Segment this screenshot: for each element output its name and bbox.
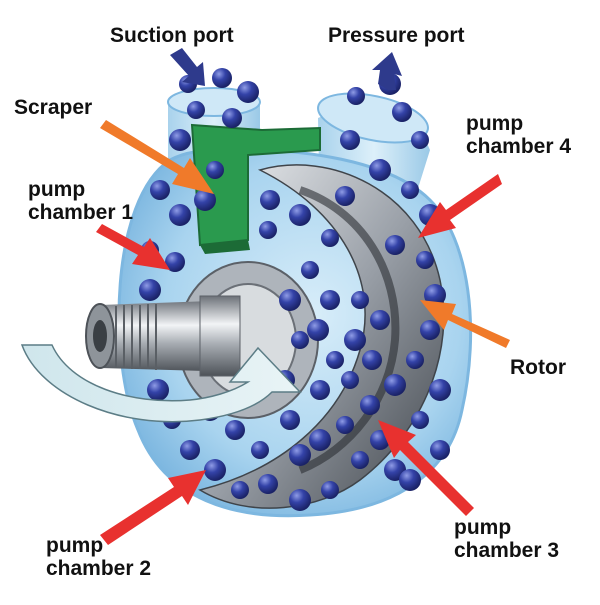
rotor-text: Rotor <box>510 356 566 379</box>
pressure-port-label: Pressure port <box>328 24 465 47</box>
ball <box>169 204 191 226</box>
ball <box>351 451 369 469</box>
ball <box>289 444 311 466</box>
pump-chamber-2-label: pump chamber 2 <box>46 534 151 580</box>
ball <box>321 229 339 247</box>
pump-chamber-1-line-2: chamber 1 <box>28 201 134 224</box>
ball <box>362 350 382 370</box>
pump-chamber-3-label: pump chamber 3 <box>454 516 559 562</box>
ball <box>401 181 419 199</box>
ball <box>416 251 434 269</box>
ball <box>424 284 446 306</box>
ball <box>204 459 226 481</box>
ball <box>320 290 340 310</box>
pump-chamber-4-line-2: chamber 4 <box>466 135 572 158</box>
pump-chamber-4-label: pump chamber 4 <box>466 112 571 158</box>
ball <box>291 331 309 349</box>
ball <box>194 189 216 211</box>
ball <box>399 469 421 491</box>
ball <box>392 102 412 122</box>
pump-chamber-1-label: pump chamber 1 <box>28 178 133 224</box>
pump-chamber-2-callout-arrow <box>100 470 206 545</box>
ball <box>225 420 245 440</box>
ball <box>206 161 224 179</box>
ball <box>340 130 360 150</box>
ball <box>147 379 169 401</box>
ball <box>351 291 369 309</box>
ball <box>301 261 319 279</box>
ball <box>289 204 311 226</box>
drive-shaft <box>85 295 241 377</box>
pump-chamber-2-line-2: chamber 2 <box>46 557 152 580</box>
ball <box>180 440 200 460</box>
ball <box>231 481 249 499</box>
ball <box>212 68 232 88</box>
pressure-arrow-icon <box>372 52 402 90</box>
ball <box>258 474 278 494</box>
ball <box>347 87 365 105</box>
ball <box>309 429 331 451</box>
ball <box>321 481 339 499</box>
ball <box>139 279 161 301</box>
ball <box>289 489 311 511</box>
ball <box>251 441 269 459</box>
rotor-label: Rotor <box>510 356 566 379</box>
ball <box>150 180 170 200</box>
suction-arrow-icon <box>170 48 205 86</box>
ball <box>310 380 330 400</box>
ball <box>369 159 391 181</box>
ball <box>411 131 429 149</box>
ball <box>165 252 185 272</box>
pump-chamber-3-callout-arrow <box>378 420 474 516</box>
callout-arrows <box>96 120 510 545</box>
ball <box>260 190 280 210</box>
ball <box>411 411 429 429</box>
ball <box>420 320 440 340</box>
ball <box>429 379 451 401</box>
scraper-label: Scraper <box>14 96 92 119</box>
pump-chamber-4-line-1: pump <box>466 112 524 135</box>
ball <box>279 289 301 311</box>
ball <box>360 395 380 415</box>
ball <box>259 221 277 239</box>
pump-chamber-4-callout-arrow <box>418 174 502 238</box>
ball <box>385 235 405 255</box>
ball <box>430 440 450 460</box>
ball <box>187 101 205 119</box>
ball <box>384 374 406 396</box>
scraper-callout-arrow <box>100 120 214 194</box>
pump-chamber-3-line-1: pump <box>454 516 512 539</box>
ball <box>280 410 300 430</box>
pump-chamber-1-line-1: pump <box>28 178 86 201</box>
ball <box>341 371 359 389</box>
ball <box>335 186 355 206</box>
ball <box>326 351 344 369</box>
pressure-port-text: Pressure port <box>328 24 465 47</box>
ball <box>169 129 191 151</box>
ball <box>336 416 354 434</box>
ball <box>370 310 390 330</box>
ball <box>406 351 424 369</box>
pump-chamber-3-line-2: chamber 3 <box>454 539 560 562</box>
ball <box>222 108 242 128</box>
pump-chamber-2-line-1: pump <box>46 534 104 557</box>
suction-port-label: Suction port <box>110 24 234 47</box>
ball <box>344 329 366 351</box>
scraper-block <box>190 123 321 254</box>
ball <box>307 319 329 341</box>
rotation-arrow-icon <box>20 344 302 423</box>
scraper-text: Scraper <box>14 96 93 119</box>
rotor-callout-arrow <box>420 300 510 348</box>
pump-chamber-1-callout-arrow <box>96 224 170 270</box>
ball <box>237 81 259 103</box>
suction-port-text: Suction port <box>110 24 234 47</box>
